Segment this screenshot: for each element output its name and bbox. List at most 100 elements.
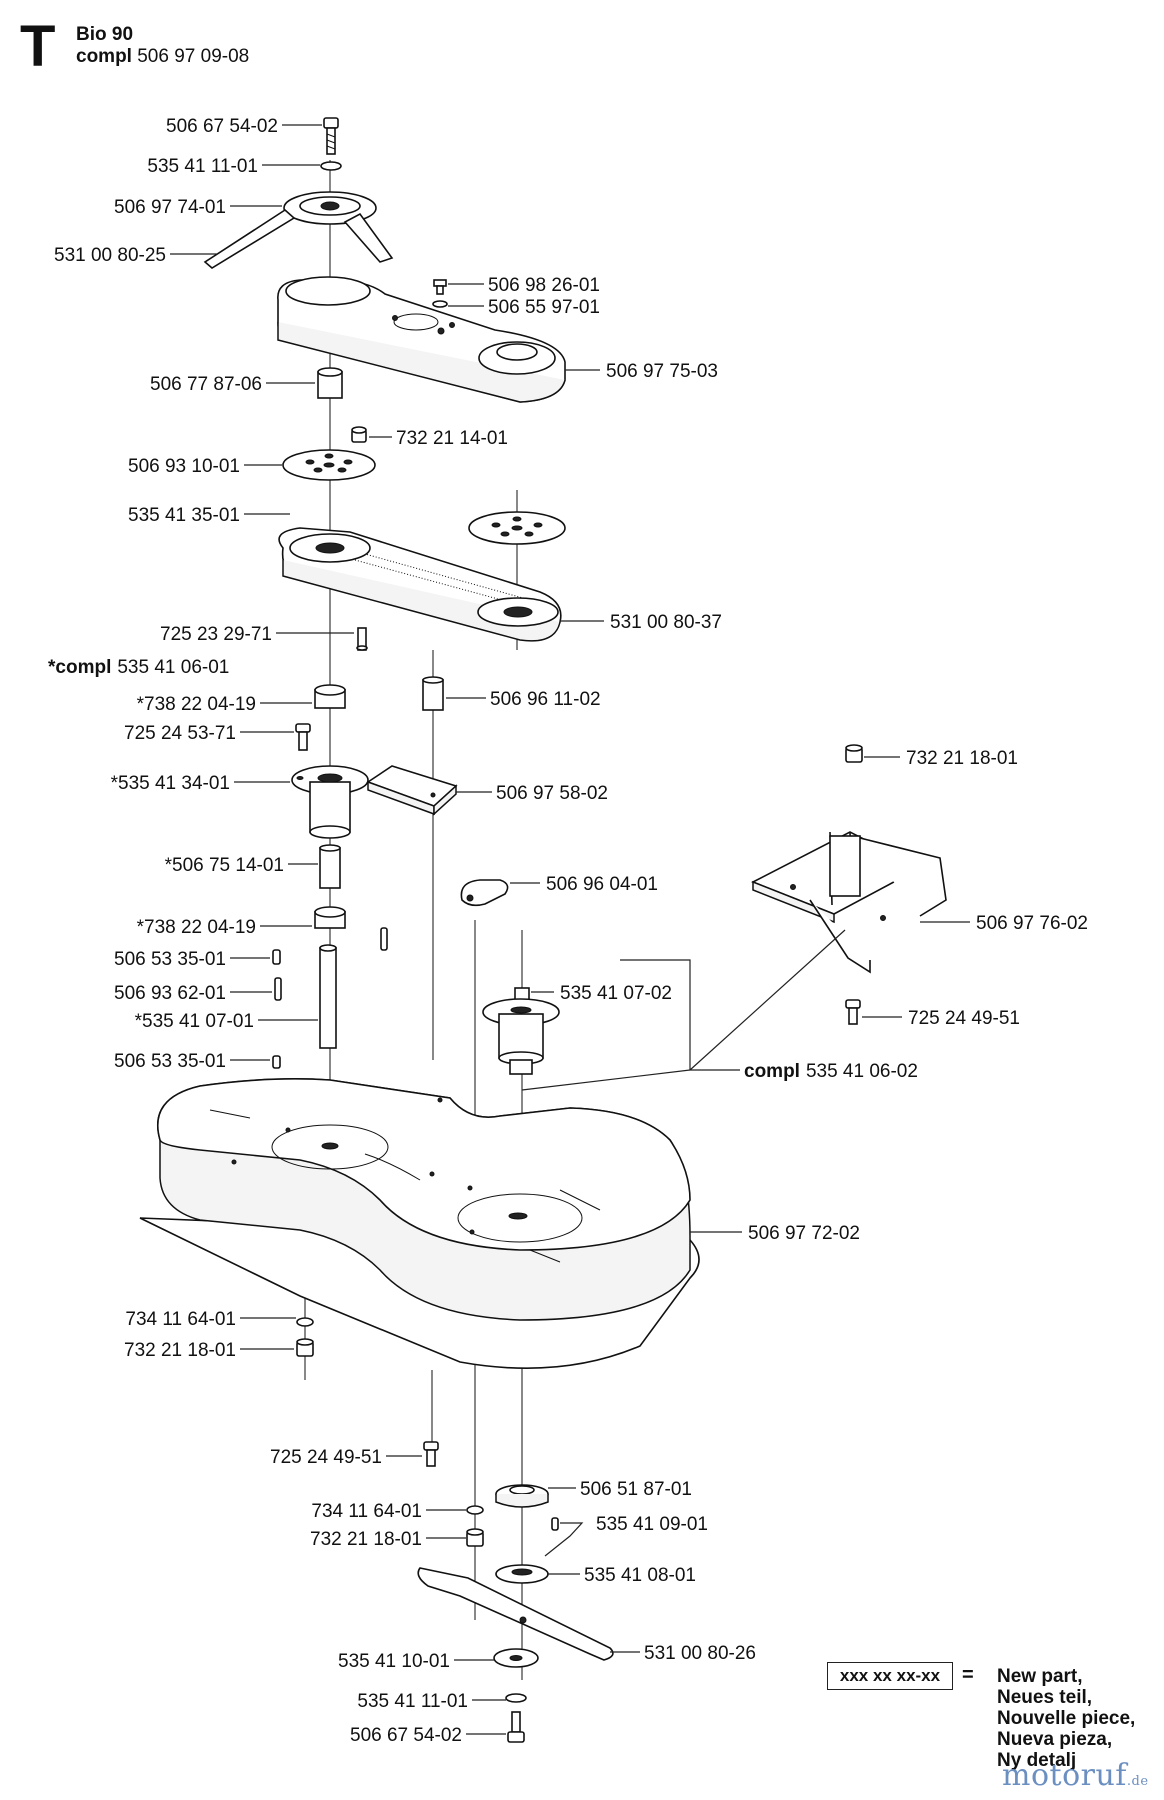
part-label: 506 97 76-02 (976, 913, 1088, 934)
part-label: 506 67 54-02 (166, 116, 278, 137)
nut-bracket-top (845, 744, 863, 763)
screw-lower (423, 1441, 439, 1467)
part-label: *738 22 04-19 (137, 694, 256, 715)
spacer-right (422, 676, 444, 711)
nut-small (351, 426, 367, 443)
pulley-top (283, 191, 377, 225)
part-label: 506 98 26-01 (488, 275, 600, 296)
nut-lower (466, 1528, 484, 1547)
part-label: 535 41 07-02 (560, 983, 672, 1004)
part-label: 535 41 09-01 (596, 1514, 708, 1535)
mounting-bracket (751, 831, 947, 974)
shaft-left (272, 927, 388, 1069)
legend-line: Nouvelle piece, (997, 1708, 1136, 1729)
watermark-brand: motoruf (1002, 1758, 1127, 1793)
legend-line: New part, (997, 1666, 1083, 1687)
spacer-shaft (319, 844, 341, 889)
part-label: *506 75 14-01 (165, 855, 284, 876)
compl-number: 506 97 09-08 (137, 46, 250, 67)
part-label: compl 535 41 06-02 (744, 1061, 918, 1082)
bolt-top (323, 117, 339, 155)
part-label: 506 96 04-01 (546, 874, 658, 895)
part-label: 732 21 14-01 (396, 428, 508, 449)
latch-plate (460, 879, 509, 907)
assembly-number: compl 506 97 09-08 (76, 46, 249, 68)
part-labels: 506 67 54-02 535 41 11-01 506 97 74-01 5… (48, 116, 1088, 1746)
legend-equals: = (962, 1664, 974, 1686)
part-label: 506 93 10-01 (128, 456, 240, 477)
screw-cover (432, 279, 448, 308)
washer-under-deck (296, 1317, 314, 1327)
bearing-housing (291, 765, 369, 839)
part-label: 725 23 29-71 (160, 624, 272, 645)
part-label: 734 11 64-01 (311, 1501, 422, 1522)
part-label: 506 97 72-02 (748, 1223, 860, 1244)
part-label: 506 67 54-02 (350, 1725, 462, 1746)
bolt-bottom (507, 1711, 525, 1743)
part-label: 531 00 80-37 (610, 612, 722, 633)
part-label: *535 41 07-01 (135, 1011, 254, 1032)
drive-disc-right (468, 511, 566, 545)
part-label: 506 97 74-01 (114, 197, 226, 218)
legend-line: Nueva pieza, (997, 1729, 1113, 1750)
part-label: 506 53 35-01 (114, 1051, 226, 1072)
part-label: 506 93 62-01 (114, 983, 226, 1004)
compl-keyword: compl (76, 46, 132, 67)
part-label: *535 41 34-01 (111, 773, 230, 794)
part-label: 506 96 11-02 (490, 689, 601, 710)
part-label: 725 24 49-51 (270, 1447, 382, 1468)
compl-keyword: compl (744, 1061, 800, 1082)
legend-line: Ny detalj (997, 1750, 1077, 1771)
part-number: 535 41 06-02 (806, 1061, 918, 1082)
part-label: 535 41 11-01 (357, 1691, 468, 1712)
belt-cover (277, 276, 566, 403)
screw-flange (295, 723, 311, 751)
new-part-legend-box: xxx xx xx-xx (827, 1662, 953, 1690)
part-label: 732 21 18-01 (906, 748, 1018, 769)
washer-lower (466, 1505, 484, 1515)
blade-adapter (495, 1564, 549, 1584)
part-label: 725 24 49-51 (908, 1008, 1020, 1029)
part-label: 725 24 53-71 (124, 723, 236, 744)
part-label: 535 41 10-01 (338, 1651, 450, 1672)
legend-text: New part, Neues teil, Nouvelle piece, Nu… (997, 1666, 1135, 1771)
washer-bottom (505, 1693, 527, 1703)
part-label: 734 11 64-01 (125, 1309, 236, 1330)
blade-washer (493, 1648, 539, 1668)
part-label: 535 41 35-01 (128, 505, 240, 526)
part-label: *738 22 04-19 (137, 917, 256, 938)
bearing-lower (314, 906, 346, 929)
part-label: 732 21 18-01 (124, 1340, 236, 1361)
part-number: 535 41 06-01 (117, 657, 229, 678)
part-label: 506 53 35-01 (114, 949, 226, 970)
cutter-deck (139, 1078, 700, 1370)
drive-disc-left (282, 449, 376, 481)
diagram-title: Bio 90 (76, 24, 134, 45)
blade-hub (495, 1484, 549, 1508)
part-label: 531 00 80-25 (54, 245, 166, 266)
part-label: 506 51 87-01 (580, 1479, 692, 1500)
part-label: 506 97 75-03 (606, 361, 718, 382)
spindle-assembly (482, 987, 560, 1075)
part-label: *compl 535 41 06-01 (48, 657, 229, 678)
screw-bracket (845, 999, 861, 1025)
part-label: 506 77 87-06 (150, 374, 262, 395)
screw-small (356, 627, 368, 651)
nut-under-deck (296, 1338, 314, 1357)
leader-lines (170, 124, 970, 1735)
part-label: 506 55 97-01 (488, 297, 600, 318)
compl-keyword: *compl (48, 657, 111, 678)
washer-top (320, 161, 342, 171)
support-bracket (366, 765, 458, 816)
page-letter: T (20, 14, 56, 79)
watermark-suffix: .de (1126, 1774, 1149, 1789)
timing-belt-housing (278, 527, 562, 642)
part-label: 531 00 80-26 (644, 1643, 756, 1664)
spacer-sleeve (317, 367, 343, 399)
part-label: 535 41 11-01 (147, 156, 258, 177)
legend-line: Neues teil, (997, 1687, 1093, 1708)
watermark-logo: motoruf.de (1002, 1758, 1149, 1793)
part-label: 535 41 08-01 (584, 1565, 696, 1586)
part-label: 732 21 18-01 (310, 1529, 422, 1550)
